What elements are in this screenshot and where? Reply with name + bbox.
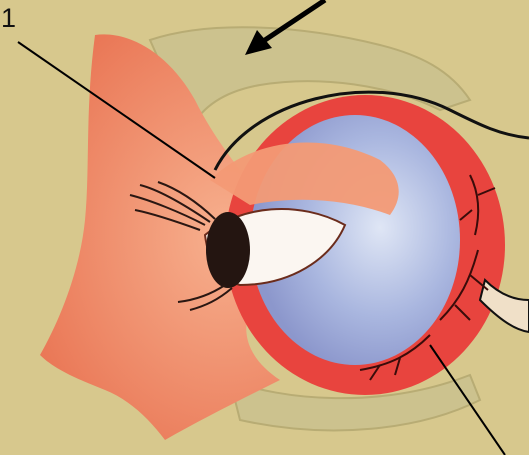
label-1: 1 [1,5,16,32]
iris-pupil [206,212,250,288]
optic-nerve [480,280,529,332]
